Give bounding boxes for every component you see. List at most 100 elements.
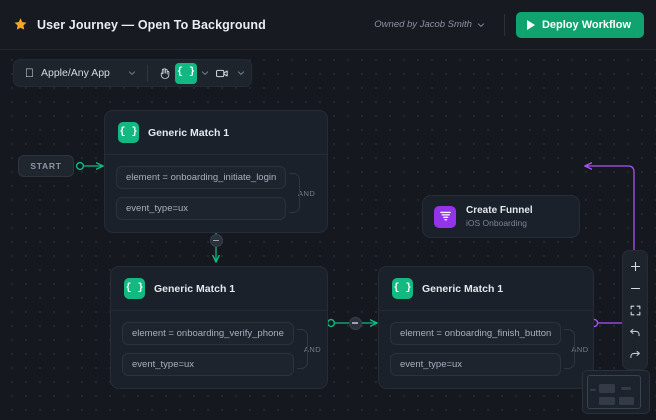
apple-icon:  — [25, 67, 34, 79]
condition-text: element = onboarding_verify_phone — [132, 328, 284, 339]
toolbar-divider — [147, 64, 148, 82]
zoom-in-button[interactable] — [624, 256, 646, 276]
condition-pill[interactable]: element = onboarding_initiate_login — [116, 166, 287, 189]
minimap-node — [619, 397, 634, 405]
code-braces-icon: { } — [176, 67, 195, 78]
minimap-node — [621, 387, 631, 390]
code-tool-dropdown[interactable] — [198, 63, 211, 84]
and-label: AND — [571, 344, 589, 354]
condition-pill[interactable]: element = onboarding_verify_phone — [122, 322, 294, 345]
condition-text: event_type=ux — [126, 203, 189, 214]
and-connector: AND — [286, 166, 317, 220]
condition-pill[interactable]: element = onboarding_finish_button — [390, 322, 562, 345]
view-controls-toolbar — [622, 250, 648, 370]
condition-list: element = onboarding_verify_phone event_… — [122, 322, 294, 376]
edge-delete-button[interactable] — [209, 234, 223, 247]
code-braces-icon: { } — [124, 278, 145, 299]
header-right: Owned by Jacob Smith Deploy Workflow — [366, 0, 656, 49]
deploy-workflow-button[interactable]: Deploy Workflow — [515, 11, 644, 38]
video-tool-group — [211, 63, 247, 84]
hand-icon — [160, 67, 169, 79]
header-divider — [503, 13, 505, 36]
and-connector: AND — [294, 322, 321, 376]
node-header: { } Generic Match 1 — [105, 111, 327, 155]
edge-delete-button[interactable] — [348, 316, 362, 330]
condition-list: element = onboarding_initiate_login even… — [116, 166, 287, 220]
app-header: User Journey — Open To Background Owned … — [0, 0, 656, 50]
condition-text: element = onboarding_finish_button — [400, 328, 552, 339]
and-connector: AND — [561, 322, 588, 376]
and-bracket — [289, 173, 301, 213]
undo-button[interactable] — [624, 322, 646, 342]
edge-port[interactable] — [75, 161, 85, 171]
funnel-icon — [434, 205, 456, 228]
condition-pill[interactable]: event_type=ux — [116, 197, 287, 220]
fit-screen-button[interactable] — [624, 300, 646, 320]
code-tool-group: { } — [175, 62, 211, 84]
condition-pill[interactable]: event_type=ux — [390, 353, 562, 376]
video-tool-button[interactable] — [211, 63, 233, 84]
code-tool-button[interactable]: { } — [175, 62, 197, 84]
code-braces-icon: { } — [392, 278, 413, 299]
node-generic-match-1-right[interactable]: { } Generic Match 1 element = onboarding… — [378, 266, 594, 389]
node-generic-match-1-middle[interactable]: { } Generic Match 1 element = onboarding… — [110, 266, 328, 389]
minimap-node — [599, 397, 615, 405]
play-icon — [526, 19, 535, 30]
canvas-toolbar:  Apple/Any App { } — [13, 59, 252, 87]
funnel-title: Create Funnel — [466, 205, 533, 216]
chevron-down-icon — [128, 71, 136, 75]
app-selector-label: Apple/Any App — [32, 67, 110, 79]
start-node-label: START — [30, 161, 62, 171]
redo-button[interactable] — [624, 344, 646, 364]
start-node[interactable]: START — [18, 155, 74, 177]
plus-icon — [630, 261, 640, 271]
minimap-node — [590, 389, 596, 391]
condition-text: element = onboarding_initiate_login — [126, 172, 277, 183]
minimap-node — [599, 384, 615, 393]
app-selector-dropdown[interactable]:  Apple/Any App — [18, 62, 142, 84]
node-body: element = onboarding_initiate_login even… — [105, 155, 327, 232]
owner-dropdown[interactable]: Owned by Jacob Smith — [366, 15, 493, 34]
owner-label: Owned by Jacob Smith — [374, 19, 472, 30]
funnel-subtitle: iOS Onboarding — [466, 218, 527, 228]
node-title: Generic Match 1 — [148, 126, 230, 139]
and-bracket — [296, 329, 308, 369]
and-bracket — [564, 329, 576, 369]
code-braces-icon: { } — [118, 122, 139, 143]
video-tool-dropdown[interactable] — [234, 63, 247, 84]
minus-icon — [352, 322, 358, 324]
chevron-down-icon — [201, 71, 208, 75]
node-title: Generic Match 1 — [154, 282, 236, 295]
star-icon[interactable] — [13, 17, 28, 32]
and-label: AND — [297, 188, 316, 198]
and-label: AND — [303, 344, 322, 354]
node-generic-match-1-top[interactable]: { } Generic Match 1 element = onboarding… — [104, 110, 328, 233]
minimap[interactable] — [582, 370, 650, 414]
funnel-text-group: Create Funnel iOS Onboarding — [466, 205, 533, 228]
node-title: Generic Match 1 — [422, 282, 504, 295]
hand-tool-button[interactable] — [153, 63, 175, 84]
condition-pill[interactable]: event_type=ux — [122, 353, 294, 376]
workflow-canvas[interactable]:  Apple/Any App { } — [0, 50, 656, 420]
node-body: element = onboarding_finish_button event… — [379, 311, 593, 388]
node-header: { } Generic Match 1 — [111, 267, 327, 311]
page-title: User Journey — Open To Background — [37, 17, 266, 32]
node-create-funnel[interactable]: Create Funnel iOS Onboarding — [422, 195, 580, 238]
minus-icon — [213, 239, 219, 242]
minus-icon — [630, 287, 640, 289]
zoom-out-button[interactable] — [624, 278, 646, 298]
condition-list: element = onboarding_finish_button event… — [390, 322, 562, 376]
condition-text: event_type=ux — [400, 359, 463, 370]
node-body: element = onboarding_verify_phone event_… — [111, 311, 327, 388]
node-header: { } Generic Match 1 — [379, 267, 593, 311]
redo-arrow-icon — [630, 350, 640, 359]
edge-port[interactable] — [326, 318, 336, 328]
deploy-button-label: Deploy Workflow — [541, 18, 631, 31]
condition-text: event_type=ux — [132, 359, 195, 370]
minimap-viewport[interactable] — [587, 375, 641, 409]
fit-screen-icon — [630, 305, 640, 315]
chevron-down-icon — [477, 22, 485, 27]
video-camera-icon — [215, 69, 228, 77]
undo-arrow-icon — [630, 328, 640, 337]
